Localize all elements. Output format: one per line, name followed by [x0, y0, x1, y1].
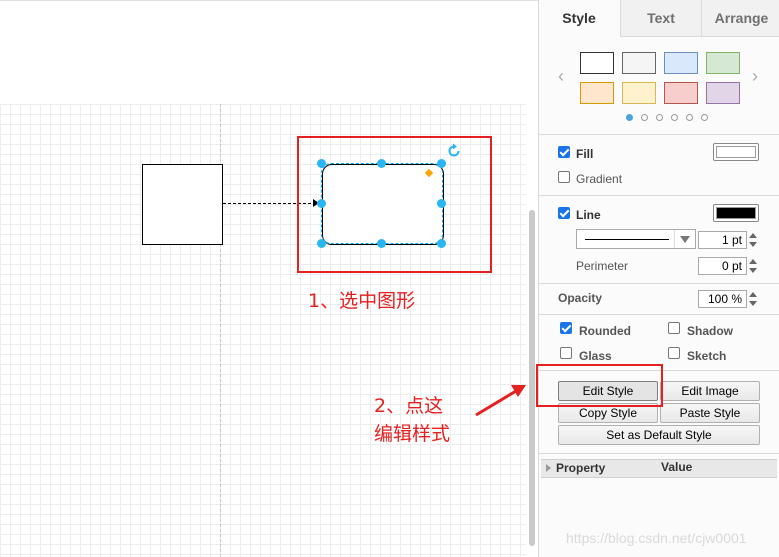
resize-handle-se[interactable] — [437, 239, 446, 248]
paste-style-button[interactable]: Paste Style — [660, 403, 760, 423]
line-checkbox[interactable] — [558, 207, 570, 219]
opacity-label: Opacity — [558, 291, 603, 305]
edit-style-button[interactable]: Edit Style — [558, 381, 658, 401]
line-label: Line — [576, 208, 601, 222]
copy-style-button[interactable]: Copy Style — [558, 403, 658, 423]
format-panel: Style Text Arrange ‹ › Fill Gradient Lin… — [538, 0, 779, 557]
line-pattern-select[interactable] — [576, 229, 696, 249]
property-column-header: Property — [556, 461, 606, 475]
rounded-label: Rounded — [579, 324, 631, 338]
gradient-checkbox[interactable] — [558, 171, 570, 183]
line-width-stepper[interactable] — [748, 231, 758, 249]
sketch-label: Sketch — [687, 349, 727, 363]
resize-handle-s[interactable] — [377, 239, 386, 248]
palette-page-dot[interactable] — [626, 114, 633, 121]
sketch-checkbox[interactable] — [668, 347, 680, 359]
divider — [539, 134, 779, 135]
step-down-icon[interactable] — [748, 266, 758, 275]
divider — [539, 370, 779, 371]
watermark: https://blog.csdn.net/cjw0001 — [566, 530, 747, 546]
tab-style[interactable]: Style — [539, 0, 619, 37]
fill-checkbox[interactable] — [558, 146, 570, 158]
scrollbar-thumb[interactable] — [529, 210, 535, 546]
annotation-arrow-icon — [475, 385, 526, 417]
connector-arrowhead — [313, 199, 319, 207]
set-default-style-button[interactable]: Set as Default Style — [558, 425, 760, 445]
step-down-icon[interactable] — [748, 240, 758, 249]
step-up-icon[interactable] — [748, 257, 758, 266]
style-swatch[interactable] — [664, 82, 698, 104]
palette-page-dot[interactable] — [701, 114, 708, 121]
rounded-checkbox[interactable] — [560, 322, 572, 334]
divider — [539, 314, 779, 315]
edit-image-button[interactable]: Edit Image — [660, 381, 760, 401]
style-swatch[interactable] — [580, 82, 614, 104]
rotate-icon[interactable] — [446, 143, 462, 159]
perimeter-input[interactable]: 0 pt — [698, 257, 747, 275]
glass-checkbox[interactable] — [560, 347, 572, 359]
style-swatch[interactable] — [622, 52, 656, 74]
annotation-step1: 1、选中图形 — [308, 290, 416, 312]
step-up-icon[interactable] — [748, 290, 758, 299]
opacity-input[interactable]: 100 % — [698, 290, 747, 308]
style-swatch[interactable] — [706, 82, 740, 104]
canvas-top-area — [0, 0, 538, 105]
opacity-stepper[interactable] — [748, 290, 758, 308]
step-up-icon[interactable] — [748, 231, 758, 240]
style-swatch[interactable] — [664, 52, 698, 74]
shadow-checkbox[interactable] — [668, 322, 680, 334]
palette-page-dot[interactable] — [686, 114, 693, 121]
fill-color-swatch — [716, 146, 756, 158]
tab-text[interactable]: Text — [620, 0, 701, 37]
fill-color-button[interactable] — [713, 143, 759, 161]
shadow-label: Shadow — [687, 324, 734, 338]
palette-page-dot[interactable] — [671, 114, 678, 121]
chevron-down-icon — [674, 230, 695, 248]
chevron-right-icon[interactable]: › — [752, 66, 758, 86]
line-width-input[interactable]: 1 pt — [698, 231, 747, 249]
palette-page-dot[interactable] — [656, 114, 663, 121]
gradient-label: Gradient — [576, 172, 623, 186]
diagram-canvas[interactable]: 1、选中图形 2、点这 编辑样式 — [0, 0, 538, 557]
annotation-box-shape — [297, 136, 492, 273]
style-swatch[interactable] — [580, 52, 614, 74]
resize-handle-nw[interactable] — [317, 159, 326, 168]
page-break-line — [220, 104, 221, 557]
fill-label: Fill — [576, 147, 594, 161]
divider — [539, 195, 779, 196]
divider — [539, 453, 779, 454]
line-pattern-preview — [585, 239, 669, 240]
step-down-icon[interactable] — [748, 299, 758, 308]
annotation-step2: 2、点这 编辑样式 — [374, 395, 451, 445]
properties-header[interactable]: Property Value — [541, 459, 777, 478]
chevron-left-icon[interactable]: ‹ — [558, 66, 564, 86]
value-column-header: Value — [661, 460, 693, 474]
vertical-scrollbar[interactable] — [526, 104, 538, 557]
style-swatch[interactable] — [706, 52, 740, 74]
resize-handle-w[interactable] — [317, 199, 326, 208]
resize-handle-e[interactable] — [437, 199, 446, 208]
resize-handle-sw[interactable] — [317, 239, 326, 248]
perimeter-stepper[interactable] — [748, 257, 758, 275]
connector-edge[interactable] — [223, 203, 316, 204]
divider — [539, 283, 779, 284]
resize-handle-ne[interactable] — [437, 159, 446, 168]
tab-arrange[interactable]: Arrange — [701, 0, 779, 37]
perimeter-label: Perimeter — [576, 259, 629, 273]
line-color-swatch — [716, 207, 756, 219]
panel-tabs: Style Text Arrange — [539, 0, 779, 37]
expand-caret-icon[interactable] — [546, 464, 551, 472]
square-shape[interactable] — [142, 164, 223, 245]
resize-handle-n[interactable] — [377, 159, 386, 168]
line-color-button[interactable] — [713, 204, 759, 222]
palette-page-dot[interactable] — [641, 114, 648, 121]
style-swatch[interactable] — [622, 82, 656, 104]
annotation-box-edit-style — [536, 364, 663, 407]
glass-label: Glass — [579, 349, 612, 363]
